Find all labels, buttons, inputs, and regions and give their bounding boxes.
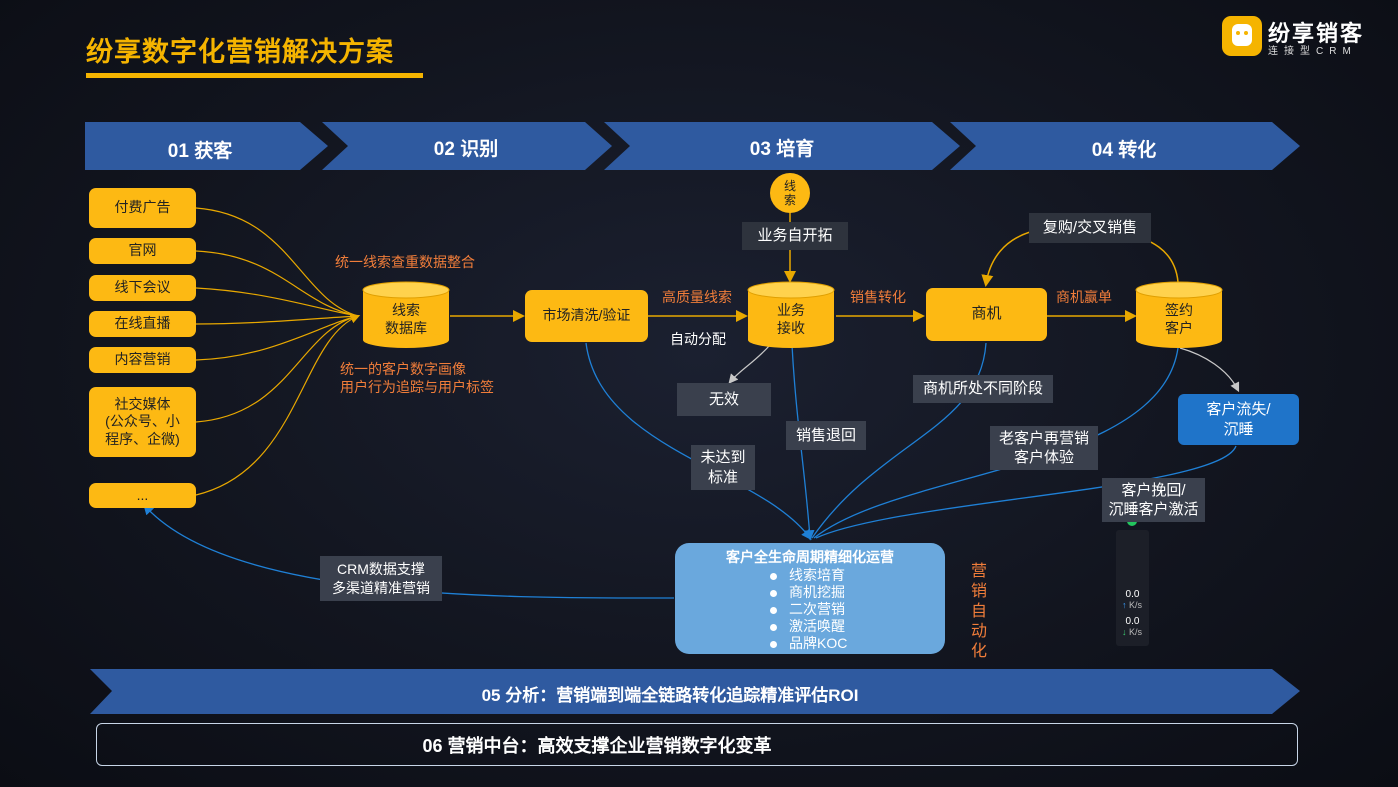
middle-platform-box: 06 营销中台：高效支撑企业营销数字化变革 bbox=[96, 723, 1298, 766]
brand-name: 纷享销客 bbox=[1268, 21, 1365, 46]
market-cleansing-box: 市场清洗/验证 bbox=[525, 290, 648, 342]
lifecycle-item: 商机挖掘 bbox=[675, 584, 945, 601]
lifecycle-item: 二次营销 bbox=[675, 601, 945, 618]
signed-customer-cylinder bbox=[1135, 281, 1223, 348]
repurchase-box: 复购/交叉销售 bbox=[1029, 213, 1151, 243]
logo-face-icon bbox=[1232, 24, 1252, 46]
channel-live-stream: 在线直播 bbox=[89, 311, 196, 337]
bullet-icon bbox=[770, 606, 777, 614]
opportunity-stages-box: 商机所处不同阶段 bbox=[913, 375, 1053, 403]
lead-circle-icon bbox=[770, 173, 810, 213]
logo-eye-icon bbox=[1244, 31, 1248, 35]
channel-website: 官网 bbox=[89, 238, 196, 264]
channel-social-media: 社交媒体 (公众号、小 程序、企微) bbox=[89, 387, 196, 457]
lifecycle-item: 激活唤醒 bbox=[675, 618, 945, 635]
connector bbox=[728, 344, 771, 384]
dedupe-note: 统一线索查重数据整合 bbox=[335, 254, 475, 270]
bullet-icon bbox=[770, 640, 777, 648]
page-title: 纷享数字化营销解决方案 bbox=[86, 37, 394, 67]
not-qualified-box: 未达到 标准 bbox=[691, 445, 755, 490]
opportunity-box: 商机 bbox=[926, 288, 1047, 341]
stage-chevron-1 bbox=[85, 122, 328, 170]
connector bbox=[195, 315, 359, 361]
connector bbox=[811, 342, 987, 539]
channel-offline-event: 线下会议 bbox=[89, 275, 196, 301]
stage-label-convert: 04 转化 bbox=[1091, 140, 1157, 161]
upload-speed-value: 0.0 bbox=[1125, 589, 1140, 600]
upload-arrow-icon: ↑ bbox=[1122, 600, 1127, 610]
network-speed-widget bbox=[1116, 530, 1149, 646]
winback-box: 客户挽回/ 沉睡客户激活 bbox=[1102, 478, 1205, 522]
analysis-bar-shape bbox=[90, 669, 1300, 714]
stage-chevron-2 bbox=[322, 122, 612, 170]
stage-label-acquire: 01 获客 bbox=[167, 141, 233, 162]
connector bbox=[195, 315, 359, 423]
title-underline bbox=[86, 73, 423, 78]
self-expand-box: 业务自开拓 bbox=[742, 222, 848, 250]
download-arrow-icon: ↓ bbox=[1122, 627, 1127, 637]
lifecycle-item: 线索培育 bbox=[675, 567, 945, 584]
lead-circle-label: 线 索 bbox=[783, 178, 796, 207]
old-customer-box: 老客户再营销 客户体验 bbox=[990, 426, 1098, 470]
auto-assign-label: 自动分配 bbox=[670, 331, 726, 347]
lead-database-cylinder bbox=[362, 281, 450, 348]
download-speed-value: 0.0 bbox=[1125, 616, 1140, 627]
stage-chevron-4 bbox=[950, 122, 1300, 170]
sales-convert-label: 销售转化 bbox=[850, 289, 906, 305]
stage-chevron-3 bbox=[604, 122, 960, 170]
lifecycle-item: 品牌KOC bbox=[675, 635, 945, 652]
brand-subtitle: 连接型CRM bbox=[1268, 46, 1357, 57]
channel-content-marketing: 内容营销 bbox=[89, 347, 196, 373]
invalid-box: 无效 bbox=[677, 383, 771, 416]
business-receive-label: 业务 接收 bbox=[777, 301, 805, 336]
connector bbox=[195, 315, 359, 325]
connector bbox=[585, 342, 812, 541]
lifecycle-box: 客户全生命周期精细化运营 线索培育 商机挖掘 二次营销 激活唤醒 品牌KOC bbox=[675, 543, 945, 654]
sales-return-box: 销售退回 bbox=[786, 421, 866, 450]
churn-box: 客户流失/ 沉睡 bbox=[1178, 394, 1299, 445]
middle-platform-text: 06 营销中台：高效支撑企业营销数字化变革 bbox=[422, 735, 772, 756]
business-receive-cylinder bbox=[747, 281, 835, 348]
connector bbox=[195, 207, 359, 317]
stage-label-nurture: 03 培育 bbox=[749, 139, 815, 160]
high-quality-lead-label: 高质量线索 bbox=[662, 289, 732, 305]
lead-database-label: 线索 数据库 bbox=[385, 301, 427, 336]
analysis-bar-text: 05 分析：营销端到端全链路转化追踪精准评估ROI bbox=[481, 686, 859, 705]
customer-profile-note: 统一的客户数字画像 bbox=[340, 361, 466, 377]
bullet-icon bbox=[770, 589, 777, 597]
connector bbox=[815, 445, 1237, 539]
bullet-icon bbox=[770, 572, 777, 580]
bullet-icon bbox=[770, 623, 777, 631]
won-label: 商机赢单 bbox=[1056, 289, 1112, 305]
signed-customer-label: 签约 客户 bbox=[1165, 301, 1193, 336]
connector bbox=[981, 231, 1031, 287]
stage-label-identify: 02 识别 bbox=[433, 139, 499, 160]
crm-support-box: CRM数据支撑 多渠道精准营销 bbox=[320, 556, 442, 601]
connector bbox=[1179, 347, 1240, 393]
channel-paid-ads: 付费广告 bbox=[89, 188, 196, 228]
behavior-tracking-note: 用户行为追踪与用户标签 bbox=[340, 379, 494, 395]
connector bbox=[195, 287, 359, 317]
marketing-automation-label: 营销自动化 bbox=[970, 563, 987, 660]
download-speed-unit: ↓ K/s bbox=[1122, 627, 1143, 637]
connector bbox=[195, 250, 359, 317]
channel-more: ... bbox=[89, 483, 196, 508]
connector bbox=[195, 314, 361, 496]
logo-eye-icon bbox=[1236, 31, 1240, 35]
lifecycle-title: 客户全生命周期精细化运营 bbox=[726, 549, 894, 565]
upload-speed-unit: ↑ K/s bbox=[1122, 600, 1143, 610]
